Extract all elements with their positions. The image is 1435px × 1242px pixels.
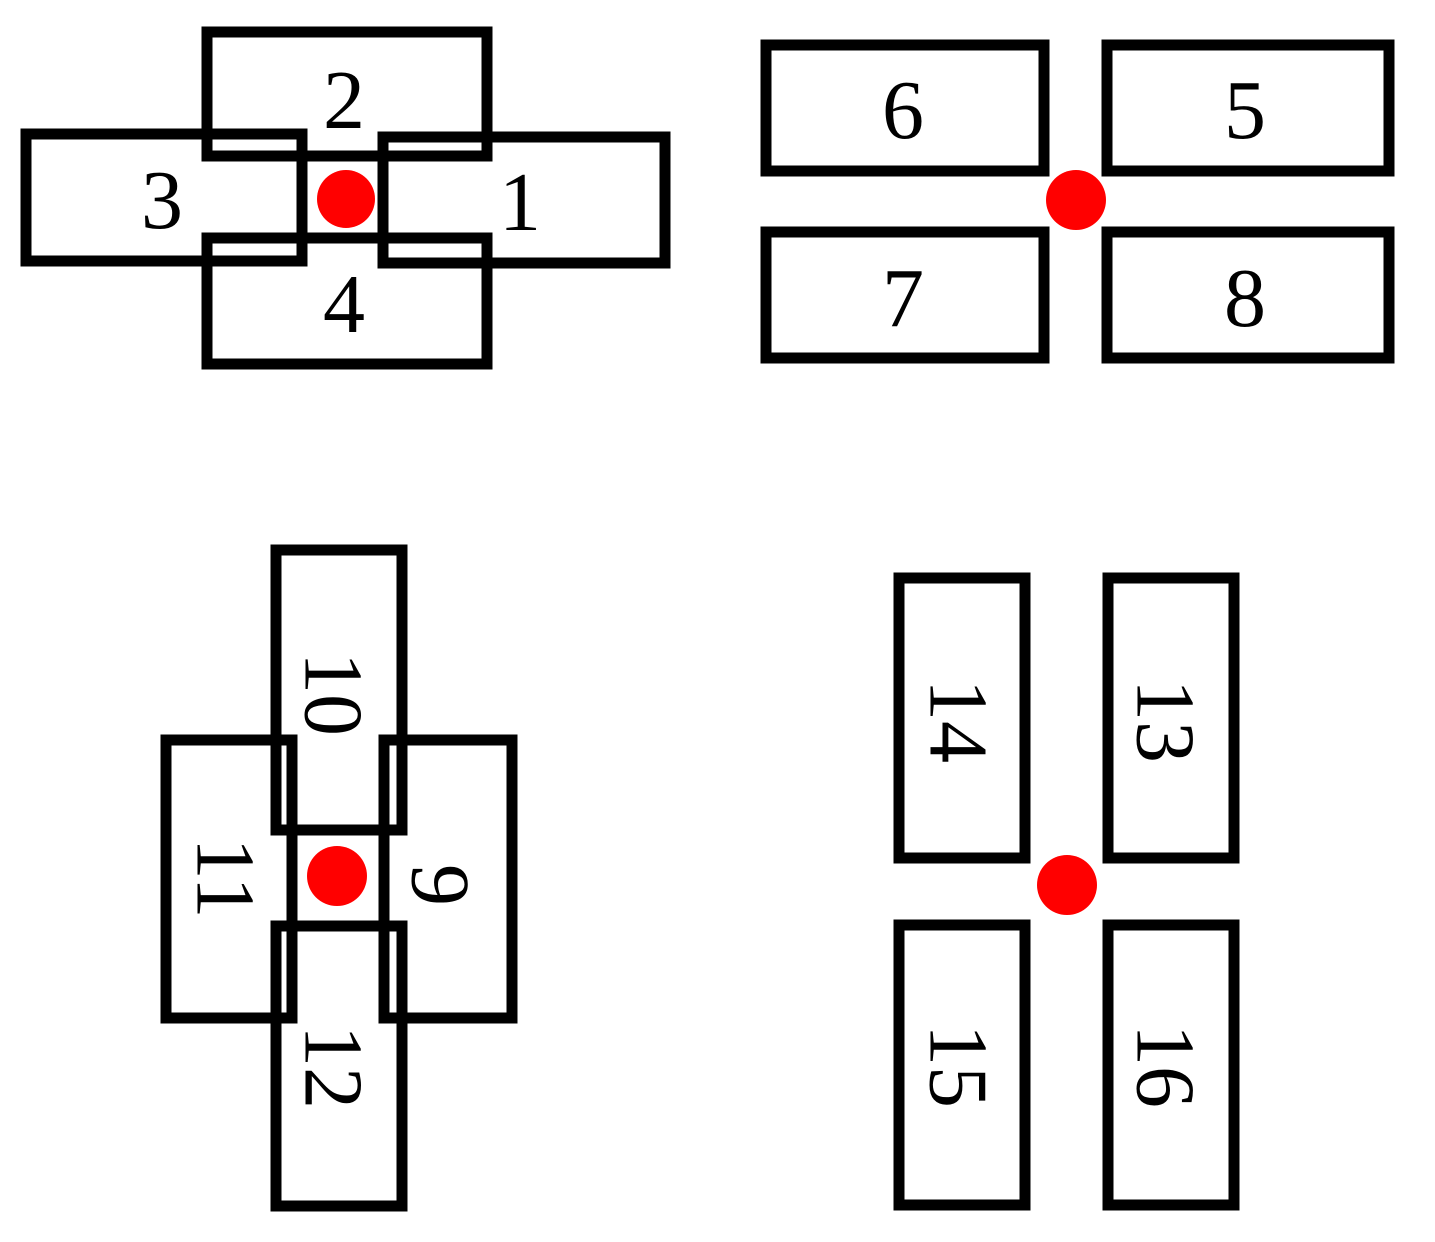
panel-bottom-left: 9 10 11 12 [160, 544, 518, 1212]
box-label-16: 16 [1119, 1024, 1212, 1108]
box-2 [201, 26, 493, 162]
box-label-8: 8 [1224, 252, 1266, 345]
center-marker-bottom-right [1037, 855, 1097, 915]
panel-top-left: 1 2 3 4 [20, 26, 671, 370]
box-label-11: 11 [179, 838, 272, 919]
box-label-12: 12 [287, 1025, 380, 1109]
box-label-1: 1 [499, 156, 541, 249]
box-10 [270, 544, 408, 836]
box-9 [378, 734, 518, 1024]
box-label-14: 14 [912, 679, 1005, 763]
box-5 [1101, 39, 1395, 177]
box-12 [270, 920, 408, 1212]
box-6 [760, 39, 1050, 177]
box-label-15: 15 [912, 1024, 1005, 1108]
box-8 [1101, 226, 1395, 364]
box-label-5: 5 [1224, 64, 1266, 157]
center-marker-top-right [1046, 170, 1106, 230]
box-11 [160, 734, 298, 1024]
box-13 [1102, 572, 1240, 864]
box-label-10: 10 [287, 652, 380, 736]
box-16 [1102, 919, 1240, 1211]
box-7 [760, 226, 1050, 364]
box-15 [893, 919, 1031, 1211]
panel-top-right: 5 6 7 8 [760, 39, 1395, 364]
center-marker-bottom-left [307, 846, 367, 906]
box-1 [377, 131, 671, 269]
box-4 [201, 232, 493, 370]
panel-bottom-right: 13 14 15 16 [893, 572, 1240, 1211]
box-label-4: 4 [323, 258, 365, 351]
box-3 [20, 128, 308, 267]
center-marker-top-left [317, 170, 375, 228]
box-label-13: 13 [1119, 679, 1212, 763]
box-14 [893, 572, 1031, 864]
box-label-3: 3 [141, 154, 183, 247]
box-label-9: 9 [394, 864, 487, 906]
box-label-6: 6 [882, 64, 924, 157]
box-label-7: 7 [882, 252, 924, 345]
box-label-2: 2 [323, 54, 365, 147]
